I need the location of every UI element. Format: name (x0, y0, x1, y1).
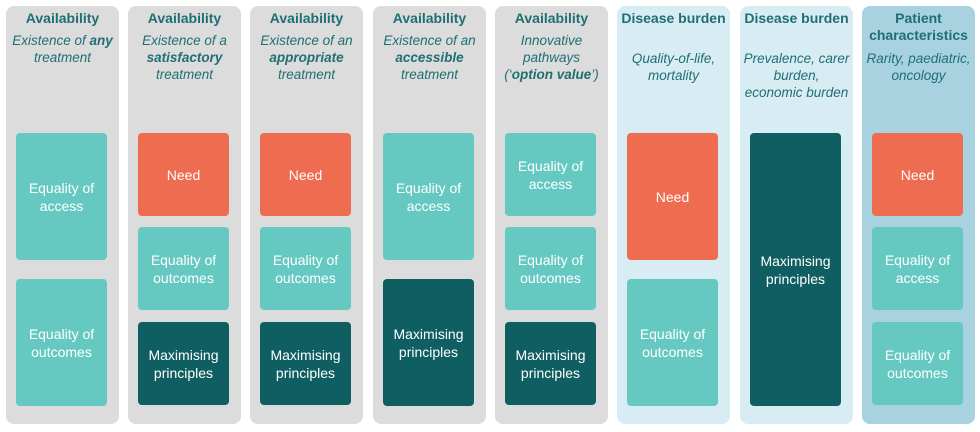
column-subtitle: Quality-of-life, mortality (620, 50, 727, 84)
subtitle-text: ’) (591, 67, 599, 82)
subtitle-emphasis: any (89, 33, 113, 48)
subtitle-text: Existence of an (260, 33, 353, 48)
subtitle-text: Existence of (12, 33, 90, 48)
need-box: Need (627, 133, 718, 260)
maximising-box: Maximising principles (750, 133, 841, 406)
subtitle-emphasis: accessible (395, 50, 464, 65)
maximising-box: Maximising principles (383, 279, 474, 406)
subtitle-emphasis: option value (511, 67, 592, 82)
column-subtitle: Existence of a satisfactory treatment (131, 32, 238, 83)
equality-box: Equality of access (872, 227, 963, 310)
column-title: Availability (392, 10, 467, 26)
column-subtitle: Innovative pathways (‘option value’) (498, 32, 605, 83)
equality-box: Equality of outcomes (260, 227, 351, 310)
column-subtitle: Existence of an appropriate treatment (253, 32, 360, 83)
subtitle-text: treatment (33, 50, 92, 65)
column-subtitle: Prevalence, carer burden, economic burde… (743, 50, 850, 101)
need-box: Need (260, 133, 351, 216)
subtitle-emphasis: appropriate (269, 50, 344, 65)
equality-box: Equality of access (383, 133, 474, 260)
need-box: Need (138, 133, 229, 216)
maximising-box: Maximising principles (260, 322, 351, 405)
subtitle-text: Existence of a (142, 33, 227, 48)
column-title: Availability (147, 10, 222, 26)
column-title: Availability (514, 10, 589, 26)
column-title: Availability (269, 10, 344, 26)
subtitle-text: Existence of an (383, 33, 476, 48)
maximising-box: Maximising principles (138, 322, 229, 405)
subtitle-text: treatment (277, 67, 336, 82)
subtitle-text: Prevalence, carer burden, economic burde… (743, 51, 850, 100)
column-title: Disease burden (744, 10, 849, 26)
maximising-box: Maximising principles (505, 322, 596, 405)
need-box: Need (872, 133, 963, 216)
subtitle-emphasis: satisfactory (146, 50, 223, 65)
equality-box: Equality of outcomes (16, 279, 107, 406)
equality-box: Equality of access (16, 133, 107, 260)
equality-box: Equality of outcomes (505, 227, 596, 310)
column-title: Availability (25, 10, 100, 26)
column-subtitle: Rarity, paediatric, oncology (865, 50, 972, 84)
column-title: Disease burden (621, 10, 726, 26)
subtitle-text: Rarity, paediatric, oncology (866, 51, 971, 83)
subtitle-text: Innovative pathways (‘ (504, 33, 583, 82)
column-subtitle: Existence of any treatment (9, 32, 116, 66)
equality-box: Equality of outcomes (627, 279, 718, 406)
subtitle-text: treatment (155, 67, 214, 82)
column-subtitle: Existence of an accessible treatment (376, 32, 483, 83)
column-title: Patient characteristics (869, 10, 968, 43)
equality-box: Equality of outcomes (138, 227, 229, 310)
subtitle-text: treatment (400, 67, 459, 82)
equality-box: Equality of outcomes (872, 322, 963, 405)
subtitle-text: Quality-of-life, mortality (631, 51, 716, 83)
equality-box: Equality of access (505, 133, 596, 216)
